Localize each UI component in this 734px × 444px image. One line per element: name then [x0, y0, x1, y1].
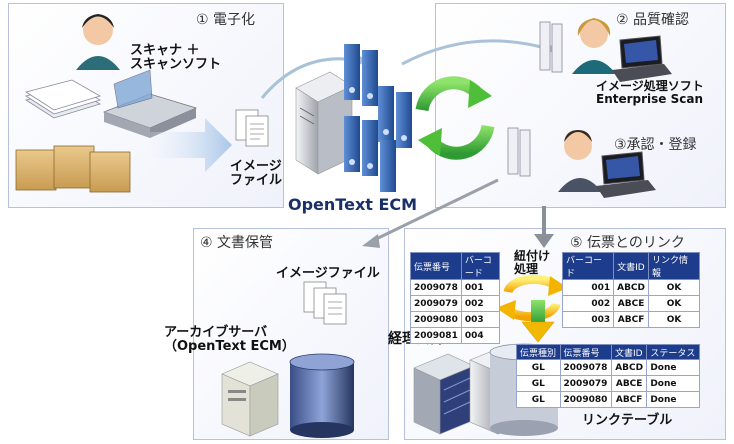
- link-process-label-line2: 処理: [514, 262, 539, 277]
- image-file-icon: [235, 109, 269, 147]
- archive-server-label-line2: （OpenText ECM）: [164, 339, 295, 355]
- scanner-icon: [102, 69, 198, 138]
- table-row: GL 2009078 ABCD Done: [516, 359, 700, 376]
- table-row: 2009081 004: [410, 327, 501, 344]
- image-file-label-line1: イメージ: [230, 159, 282, 174]
- table-row: GL 2009079 ABCE Done: [516, 375, 700, 392]
- doc-id-cell: ABCF: [613, 311, 650, 328]
- barcode-header-barcode: バーコード: [561, 252, 615, 280]
- link-info-cell: OK: [648, 295, 700, 312]
- doc-id-cell: ABCE: [610, 375, 648, 392]
- flow-arrow-icon: [369, 178, 499, 244]
- doc-id-cell: ABCE: [613, 295, 650, 312]
- table-row: 002 ABCE OK: [561, 295, 700, 312]
- image-file-label-line2: ファイル: [230, 173, 283, 189]
- archive-server-icon: [221, 361, 279, 437]
- barcode-cell: 001: [561, 279, 615, 296]
- voucher-header-barcode: バーコード: [460, 252, 501, 280]
- scanner-label-line1: スキャナ ＋: [130, 43, 200, 58]
- table-row: 2009078 001: [410, 279, 501, 296]
- link-header-voucher-number: 伝票番号: [559, 344, 612, 360]
- barcode-cell: 003: [561, 311, 615, 328]
- link-header-doc-id: 文書ID: [610, 344, 648, 360]
- step-title-voucher-link: ⑤ 伝票とのリンク: [570, 235, 685, 251]
- voucher-number-cell: 2009078: [410, 279, 462, 296]
- step-title-quality: ② 品質確認: [616, 12, 690, 28]
- status-cell: Done: [646, 391, 700, 408]
- status-cell: Done: [646, 375, 700, 392]
- link-table: 伝票種別 伝票番号 文書ID ステータス GL 2009078 ABCD Don…: [516, 344, 700, 408]
- accounting-server-icon: [413, 353, 475, 435]
- voucher-type-cell: GL: [516, 375, 561, 392]
- archive-server-label: アーカイブサーバ （OpenText ECM）: [164, 325, 295, 355]
- image-software-label-line2: Enterprise Scan: [596, 92, 704, 107]
- voucher-barcode-cell: 001: [460, 279, 501, 296]
- doc-id-cell: ABCD: [613, 279, 650, 296]
- step-title-approval: ③承認・登録: [614, 137, 697, 153]
- table-row: 2009080 003: [410, 311, 501, 328]
- archive-server-label-line1: アーカイブサーバ: [164, 325, 268, 340]
- laptop-icon: [612, 35, 672, 82]
- image-software-label-line1: イメージ処理ソフト: [596, 79, 704, 93]
- link-header-status: ステータス: [646, 344, 700, 360]
- voucher-number-cell: 2009080: [410, 311, 462, 328]
- voucher-number-cell: 2009081: [410, 327, 462, 344]
- recycle-arrows-icon: [415, 76, 495, 160]
- voucher-type-cell: GL: [516, 359, 561, 376]
- flow-arrow-icon: [150, 118, 232, 172]
- archive-image-file-label: イメージファイル: [276, 266, 380, 281]
- voucher-number-cell: 2009079: [410, 295, 462, 312]
- doc-id-cell: ABCD: [610, 359, 648, 376]
- voucher-type-cell: GL: [516, 391, 561, 408]
- step-title-archive: ④ 文書保管: [200, 235, 274, 251]
- binder-icon: [507, 21, 563, 177]
- link-info-cell: OK: [648, 311, 700, 328]
- link-header-voucher-type: 伝票種別: [516, 344, 561, 360]
- voucher-number-cell: 2009078: [559, 359, 612, 376]
- link-table-label: リンクテーブル: [582, 413, 673, 428]
- quality-checker-avatar-icon: [572, 18, 616, 74]
- document-box-icon: [15, 145, 131, 193]
- doc-id-cell: ABCF: [610, 391, 648, 408]
- status-cell: Done: [646, 359, 700, 376]
- scanner-label-line2: スキャンソフト: [130, 57, 222, 73]
- voucher-number-cell: 2009080: [559, 391, 612, 408]
- barcode-table: バーコード 文書ID リンク情報 001 ABCD OK 002 ABCE OK…: [561, 252, 700, 328]
- link-process-label: 紐付け 処理: [514, 249, 551, 277]
- image-file-icon: [303, 281, 347, 325]
- approver-avatar-icon: [558, 130, 602, 192]
- curved-arrow-icon: [401, 39, 546, 66]
- table-row: GL 2009080 ABCF Done: [516, 391, 700, 408]
- table-row: 003 ABCF OK: [561, 311, 700, 328]
- ecm-server-icon: [295, 71, 353, 175]
- binder-icon: [344, 44, 412, 192]
- voucher-barcode-cell: 003: [460, 311, 501, 328]
- database-icon: [289, 353, 355, 438]
- image-file-label: イメージ ファイル: [230, 159, 283, 189]
- voucher-number-cell: 2009079: [559, 375, 612, 392]
- link-down-arrow-icon: [521, 300, 555, 343]
- table-row: 2009079 002: [410, 295, 501, 312]
- barcode-header-doc-id: 文書ID: [613, 252, 650, 280]
- link-info-cell: OK: [648, 279, 700, 296]
- voucher-header-number: 伝票番号: [410, 252, 462, 280]
- scanner-label: スキャナ ＋ スキャンソフト: [130, 43, 222, 73]
- voucher-table: 伝票番号 バーコード 2009078 001 2009079 002 20090…: [410, 252, 501, 344]
- curved-arrow-icon: [260, 57, 356, 99]
- table-row: 001 ABCD OK: [561, 279, 700, 296]
- operator-avatar-icon: [76, 14, 120, 70]
- ecm-label: OpenText ECM: [288, 195, 418, 214]
- voucher-barcode-cell: 004: [460, 327, 501, 344]
- voucher-barcode-cell: 002: [460, 295, 501, 312]
- step-title-digitization: ① 電子化: [196, 12, 256, 28]
- link-process-label-line1: 紐付け: [514, 249, 551, 263]
- barcode-cell: 002: [561, 295, 615, 312]
- image-software-label: イメージ処理ソフト Enterprise Scan: [596, 79, 704, 107]
- paper-stack-icon: [25, 79, 102, 119]
- laptop-icon: [596, 151, 656, 198]
- barcode-header-link-info: リンク情報: [648, 252, 700, 280]
